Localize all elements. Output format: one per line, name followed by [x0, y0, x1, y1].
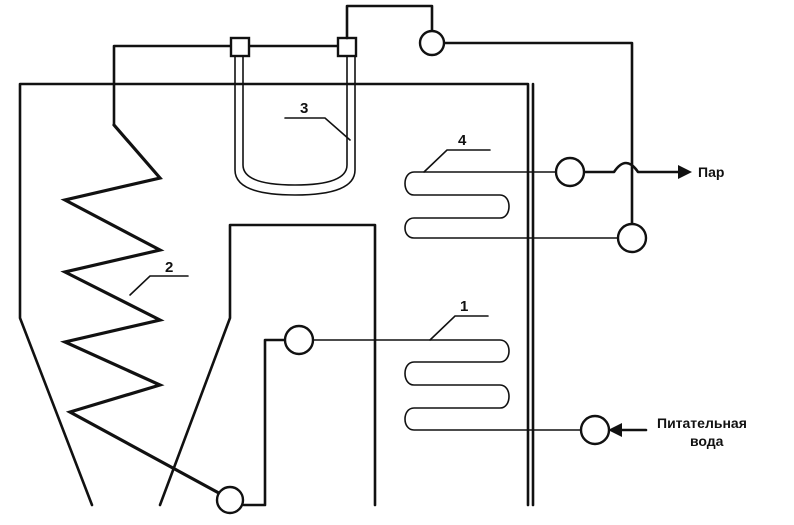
label-3: 3 [300, 100, 308, 117]
leader-1 [429, 315, 489, 341]
label-4: 4 [458, 132, 467, 149]
header-link [345, 4, 434, 40]
economizer-coil [313, 339, 589, 431]
superheater-coil [404, 171, 626, 239]
node-superheater-out [554, 156, 586, 188]
node-right-riser [616, 222, 648, 254]
inner-partition [158, 223, 377, 507]
steam-arrow-icon [678, 165, 692, 179]
label-steam: Пар [698, 164, 724, 180]
node-economizer-out [283, 324, 315, 356]
economizer-downcomer [242, 338, 287, 507]
u-tube-inner [242, 55, 348, 186]
right-riser [441, 41, 634, 226]
label-feedwater-2: вода [690, 433, 724, 449]
label-1: 1 [460, 298, 468, 315]
screen-tube-zigzag [60, 123, 230, 500]
header-left [229, 36, 251, 58]
leader-4 [423, 149, 491, 173]
feedwater-arrow-icon [608, 423, 622, 437]
steam-outlet-pipe [582, 161, 682, 174]
top-pipe [112, 44, 352, 127]
label-feedwater-1: Питательная [657, 415, 747, 431]
node-bottom [215, 485, 245, 515]
leader-3 [284, 117, 351, 141]
header-right [336, 36, 358, 58]
u-tube-outer [234, 55, 356, 196]
node-top [418, 29, 446, 57]
label-2: 2 [165, 259, 173, 276]
boiler-casing [18, 82, 530, 507]
node-feedwater-in [579, 414, 611, 446]
leader-2 [129, 275, 189, 296]
